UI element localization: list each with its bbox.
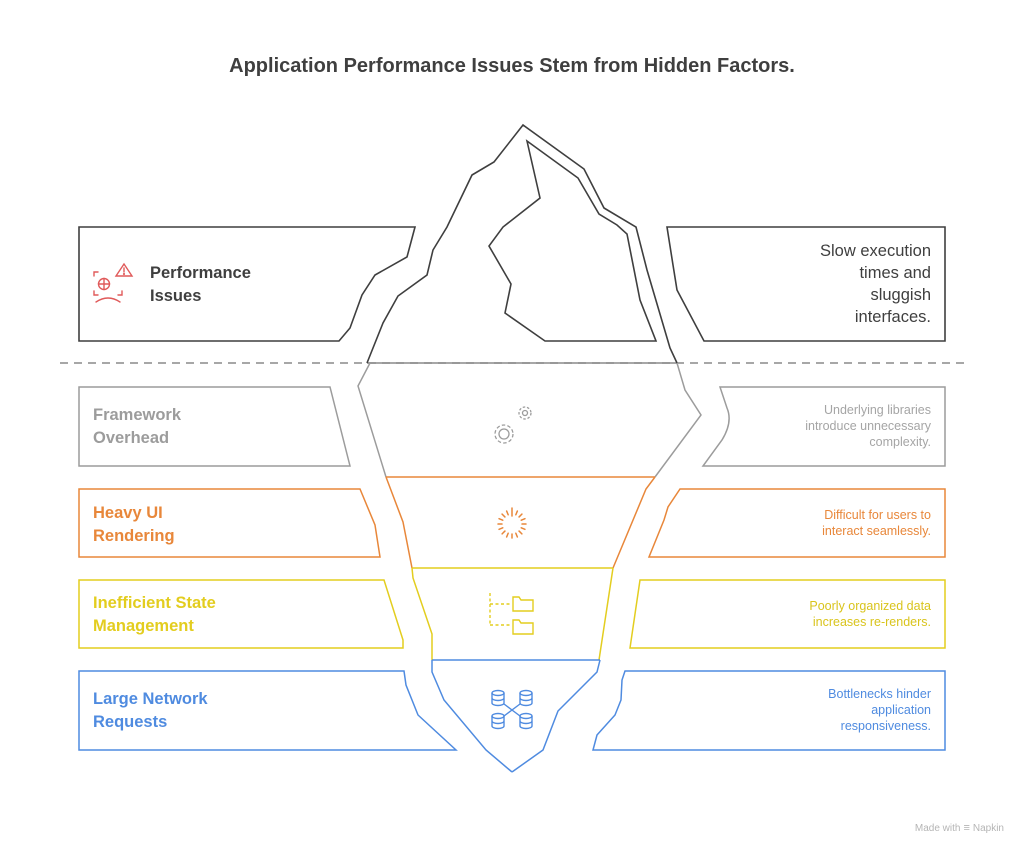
spinner-tick xyxy=(515,510,519,516)
face-recognition-warning-icon xyxy=(93,262,134,303)
spinner-tick xyxy=(515,532,519,538)
heavy-ui-rendering-label: Heavy UI Rendering xyxy=(93,502,175,548)
performance-issues-description-box xyxy=(666,226,946,342)
spinner-tick xyxy=(505,532,509,538)
label-line: Heavy UI xyxy=(93,504,163,522)
diagram-title: Application Performance Issues Stem from… xyxy=(229,55,795,77)
large-network-description-box xyxy=(592,670,946,751)
label-line: Requests xyxy=(93,713,168,731)
description-line: interact seamlessly. xyxy=(822,524,931,538)
made-with-napkin-footer: Made with ≡ Napkin xyxy=(915,822,1004,834)
iceberg-framework-right-edge xyxy=(654,362,702,478)
spinner-tick xyxy=(498,527,504,531)
performance-issues-label-box xyxy=(78,226,417,342)
gears-icon xyxy=(494,406,532,444)
description-line: introduce unnecessary xyxy=(805,419,931,433)
description-line: sluggish xyxy=(870,286,931,304)
label-line: Overhead xyxy=(93,429,170,447)
spinner-tick xyxy=(520,517,526,521)
spinner-tick xyxy=(501,513,506,518)
label-line: Issues xyxy=(150,287,202,305)
description-line: interfaces. xyxy=(854,308,931,326)
database-network-icon xyxy=(491,689,533,730)
description-line: Difficult for users to xyxy=(824,508,931,522)
iceberg-network-right-edge xyxy=(511,659,601,773)
description-line: Bottlenecks hinder xyxy=(828,687,931,701)
description-line: Poorly organized data xyxy=(809,599,931,613)
footer-brand: Napkin xyxy=(972,822,1004,834)
iceberg-state-right-edge xyxy=(598,567,614,661)
label-line: Inefficient State xyxy=(93,594,216,612)
inefficient-state-label-box xyxy=(78,579,404,649)
iceberg-tip-outline xyxy=(366,123,678,364)
heavy-ui-rendering-description-box xyxy=(647,488,946,558)
large-network-label-box xyxy=(78,670,458,751)
framework-overhead-description-box xyxy=(701,386,946,467)
spinner-tick xyxy=(498,517,504,521)
large-network-label: Large Network Requests xyxy=(93,688,208,734)
framework-overhead-label: Framework Overhead xyxy=(93,404,181,450)
framework-overhead-description: Underlying libraries introduce unnecessa… xyxy=(805,402,931,450)
description-line: Underlying libraries xyxy=(824,403,931,417)
footer-made-with: Made with xyxy=(914,822,961,834)
description-line: application xyxy=(871,703,931,717)
heavy-ui-rendering-label-box xyxy=(78,488,381,558)
performance-issues-description: Slow execution times and sluggish interf… xyxy=(820,240,931,328)
iceberg-network-left-edge xyxy=(431,660,513,773)
description-line: responsiveness. xyxy=(840,719,931,733)
iceberg-rendering-left-edge xyxy=(385,476,413,569)
spinner-tick xyxy=(501,530,506,535)
inefficient-state-label: Inefficient State Management xyxy=(93,592,216,638)
spinner-tick xyxy=(505,510,509,516)
iceberg-state-left-edge xyxy=(411,567,433,660)
description-line: Slow execution xyxy=(820,242,931,260)
spinner-tick xyxy=(520,527,526,531)
framework-overhead-label-box xyxy=(78,386,351,467)
performance-issues-label: Performance Issues xyxy=(150,262,251,308)
description-line: times and xyxy=(859,264,931,282)
loading-spinner-icon xyxy=(497,507,527,539)
spinner-tick xyxy=(518,530,523,535)
napkin-logo-icon: ≡ xyxy=(963,822,970,834)
label-line: Performance xyxy=(150,264,251,282)
inefficient-state-description: Poorly organized data increases re-rende… xyxy=(809,598,931,630)
iceberg-rendering-right-edge xyxy=(612,476,656,569)
label-line: Rendering xyxy=(93,527,175,545)
iceberg-tip-facet xyxy=(488,139,658,342)
description-line: increases re-renders. xyxy=(812,615,931,629)
label-line: Framework xyxy=(93,406,182,424)
heavy-ui-rendering-description: Difficult for users to interact seamless… xyxy=(822,507,931,539)
label-line: Management xyxy=(93,617,194,635)
label-line: Large Network xyxy=(93,690,208,708)
description-line: complexity. xyxy=(869,435,931,449)
large-network-description: Bottlenecks hinder application responsiv… xyxy=(828,686,931,734)
spinner-tick xyxy=(518,513,523,518)
iceberg-framework-left-edge xyxy=(357,362,387,478)
inefficient-state-description-box xyxy=(629,579,946,649)
folder-tree-icon xyxy=(489,593,534,635)
